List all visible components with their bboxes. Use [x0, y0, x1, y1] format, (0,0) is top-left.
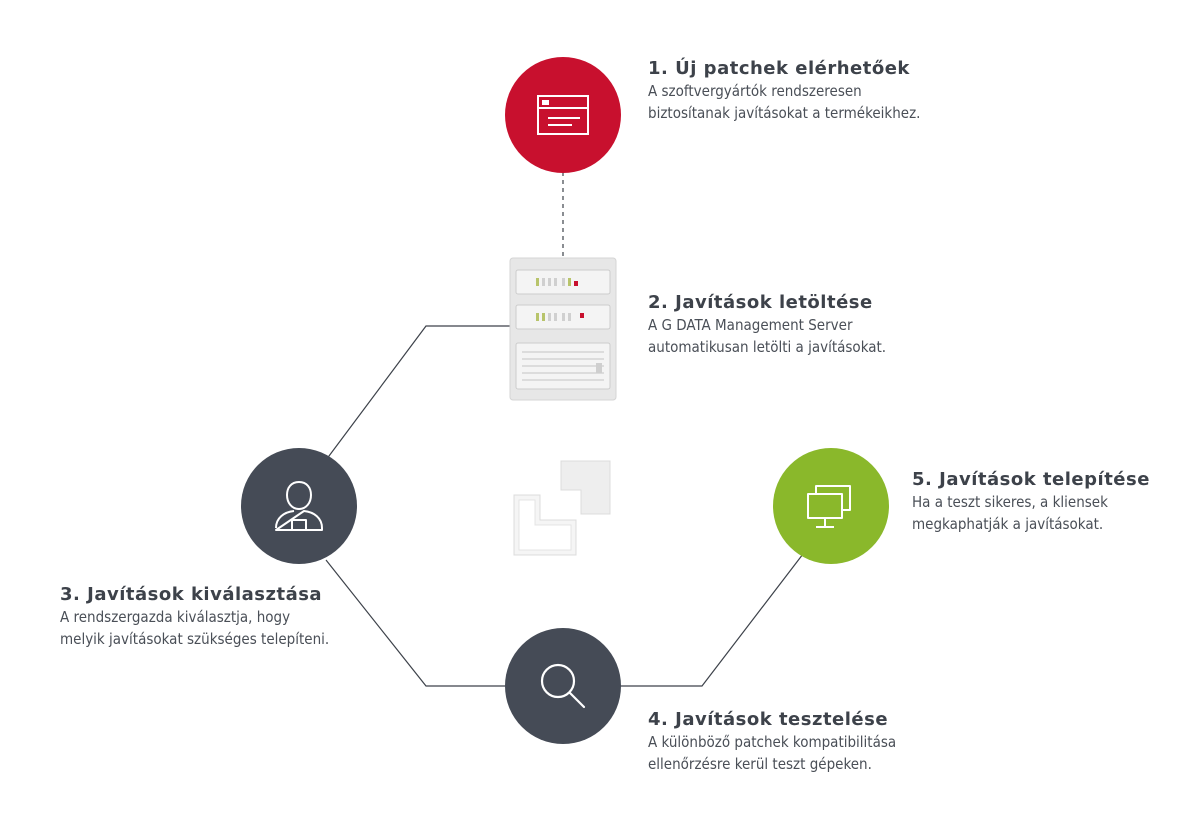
- connector-3-4: [325, 559, 505, 687]
- step4-circle: [505, 628, 621, 744]
- connector-lines: [325, 172, 804, 687]
- step4-desc-line2: ellenőrzésre kerül teszt gépeken.: [648, 755, 872, 773]
- step3-desc-line1: A rendszergazda kiválasztja, hogy: [60, 608, 291, 626]
- step1-desc-line1: A szoftvergyártók rendszeresen: [648, 82, 862, 100]
- monitors-icon: [807, 485, 851, 528]
- step2-title: 2. Javítások letöltése: [648, 292, 873, 313]
- magnifier-icon: [540, 663, 586, 709]
- step1-desc-line2: biztosítanak javításokat a termékeikhez.: [648, 104, 921, 122]
- gdata-logo-mark: [513, 460, 611, 556]
- step2-desc-line1: A G DATA Management Server: [648, 316, 853, 334]
- server-icon: [509, 257, 617, 401]
- browser-window-icon: [537, 95, 589, 135]
- connector-2-3: [325, 325, 510, 461]
- step3-text: 3. Javítások kiválasztása A rendszergazd…: [60, 584, 329, 650]
- connector-4-5: [620, 553, 804, 687]
- step1-node: [505, 57, 621, 173]
- step2-text: 2. Javítások letöltése A G DATA Manageme…: [648, 292, 886, 358]
- step4-title: 4. Javítások tesztelése: [648, 709, 889, 730]
- step5-desc-line1: Ha a teszt sikeres, a kliensek: [912, 493, 1108, 511]
- step3-node: [241, 448, 357, 564]
- step4-text: 4. Javítások tesztelése A különböző patc…: [648, 709, 896, 775]
- step5-desc-line2: megkaphatják a javításokat.: [912, 515, 1104, 533]
- step3-desc-line2: melyik javításokat szükséges telepíteni.: [60, 630, 330, 648]
- step5-node: [773, 448, 889, 564]
- step4-node: [505, 628, 621, 744]
- step1-text: 1. Új patchek elérhetőek A szoftvergyárt…: [648, 58, 920, 124]
- administrator-icon: [275, 481, 323, 531]
- step3-circle: [241, 448, 357, 564]
- step4-desc-line1: A különböző patchek kompatibilitása: [648, 733, 897, 751]
- step3-title: 3. Javítások kiválasztása: [60, 584, 323, 605]
- step2-desc-line2: automatikusan letölti a javításokat.: [648, 338, 887, 356]
- step1-circle: [505, 57, 621, 173]
- step5-title: 5. Javítások telepítése: [912, 469, 1150, 490]
- step5-text: 5. Javítások telepítése Ha a teszt siker…: [912, 469, 1150, 535]
- step1-title: 1. Új patchek elérhetőek: [648, 58, 910, 79]
